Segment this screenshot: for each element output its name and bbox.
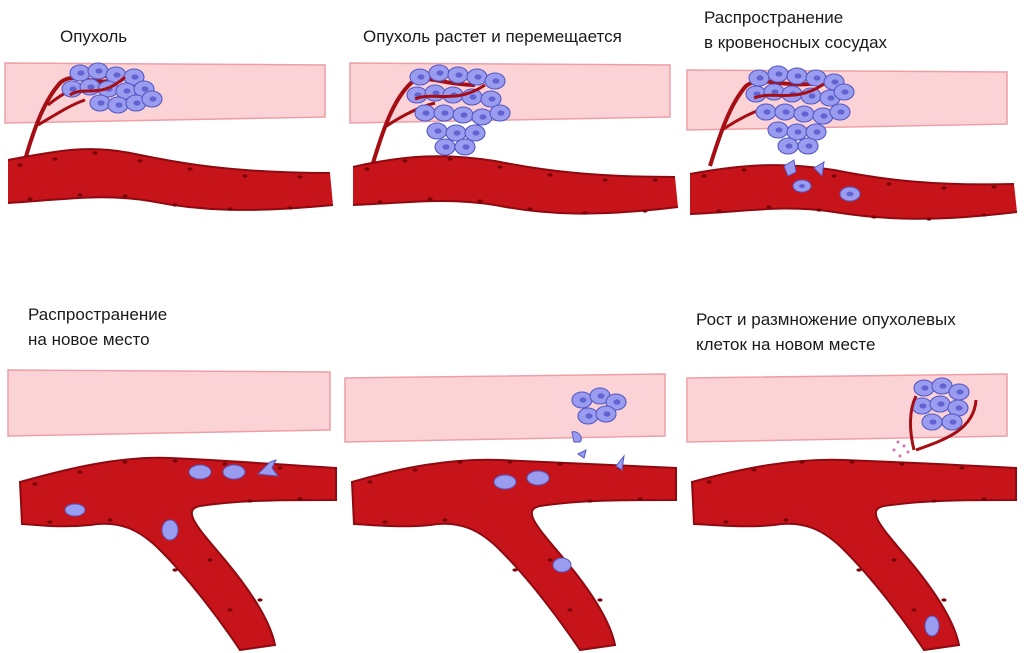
panel-1-caption: Опухоль xyxy=(60,24,127,49)
circulating-tumor-cells xyxy=(783,159,861,202)
panel-6-caption: Рост и размножение опухолевых клеток на … xyxy=(696,307,956,357)
caption-line: Распространение xyxy=(28,305,168,324)
branching-vessel xyxy=(18,456,337,652)
tissue-layer xyxy=(7,369,331,437)
caption-line: Распространение xyxy=(704,8,844,27)
panel-4-illustration xyxy=(7,369,337,652)
panel-1-illustration xyxy=(4,62,334,211)
branching-vessel xyxy=(690,458,1017,652)
circulating-tumor-cells xyxy=(64,459,280,541)
panel-6-illustration xyxy=(686,373,1017,652)
branching-vessel xyxy=(350,458,677,652)
tissue-layer xyxy=(344,373,666,443)
circulating-tumor-cells xyxy=(493,449,625,573)
blood-vessel xyxy=(353,156,678,214)
capillary xyxy=(23,75,126,161)
capillary xyxy=(371,77,476,164)
angiogenic-factors xyxy=(892,440,910,458)
caption-line: клеток на новом месте xyxy=(696,335,876,354)
caption-line: Опухоль xyxy=(60,27,128,46)
tumor-cluster xyxy=(745,65,855,155)
caption-line: Опухоль растет и перемещается xyxy=(363,27,622,46)
caption-line: Рост и размножение опухолевых xyxy=(696,310,956,329)
blood-vessel xyxy=(8,149,333,210)
tumor-cluster xyxy=(406,64,511,156)
panel-5-illustration xyxy=(344,373,677,652)
new-capillary xyxy=(909,395,918,451)
caption-line: в кровеносных сосудах xyxy=(704,33,888,52)
capillary xyxy=(708,79,825,167)
caption-line: на новое место xyxy=(28,330,150,349)
panel-2-caption: Опухоль растет и перемещается xyxy=(363,24,622,49)
circulating-tumor-cells xyxy=(924,615,940,637)
panel-2-illustration xyxy=(349,62,679,215)
panel-4-caption: Распространение на новое место xyxy=(28,302,167,352)
panel-3-illustration xyxy=(686,65,1018,221)
panel-3-caption: Распространение в кровеносных сосудах xyxy=(704,5,887,55)
